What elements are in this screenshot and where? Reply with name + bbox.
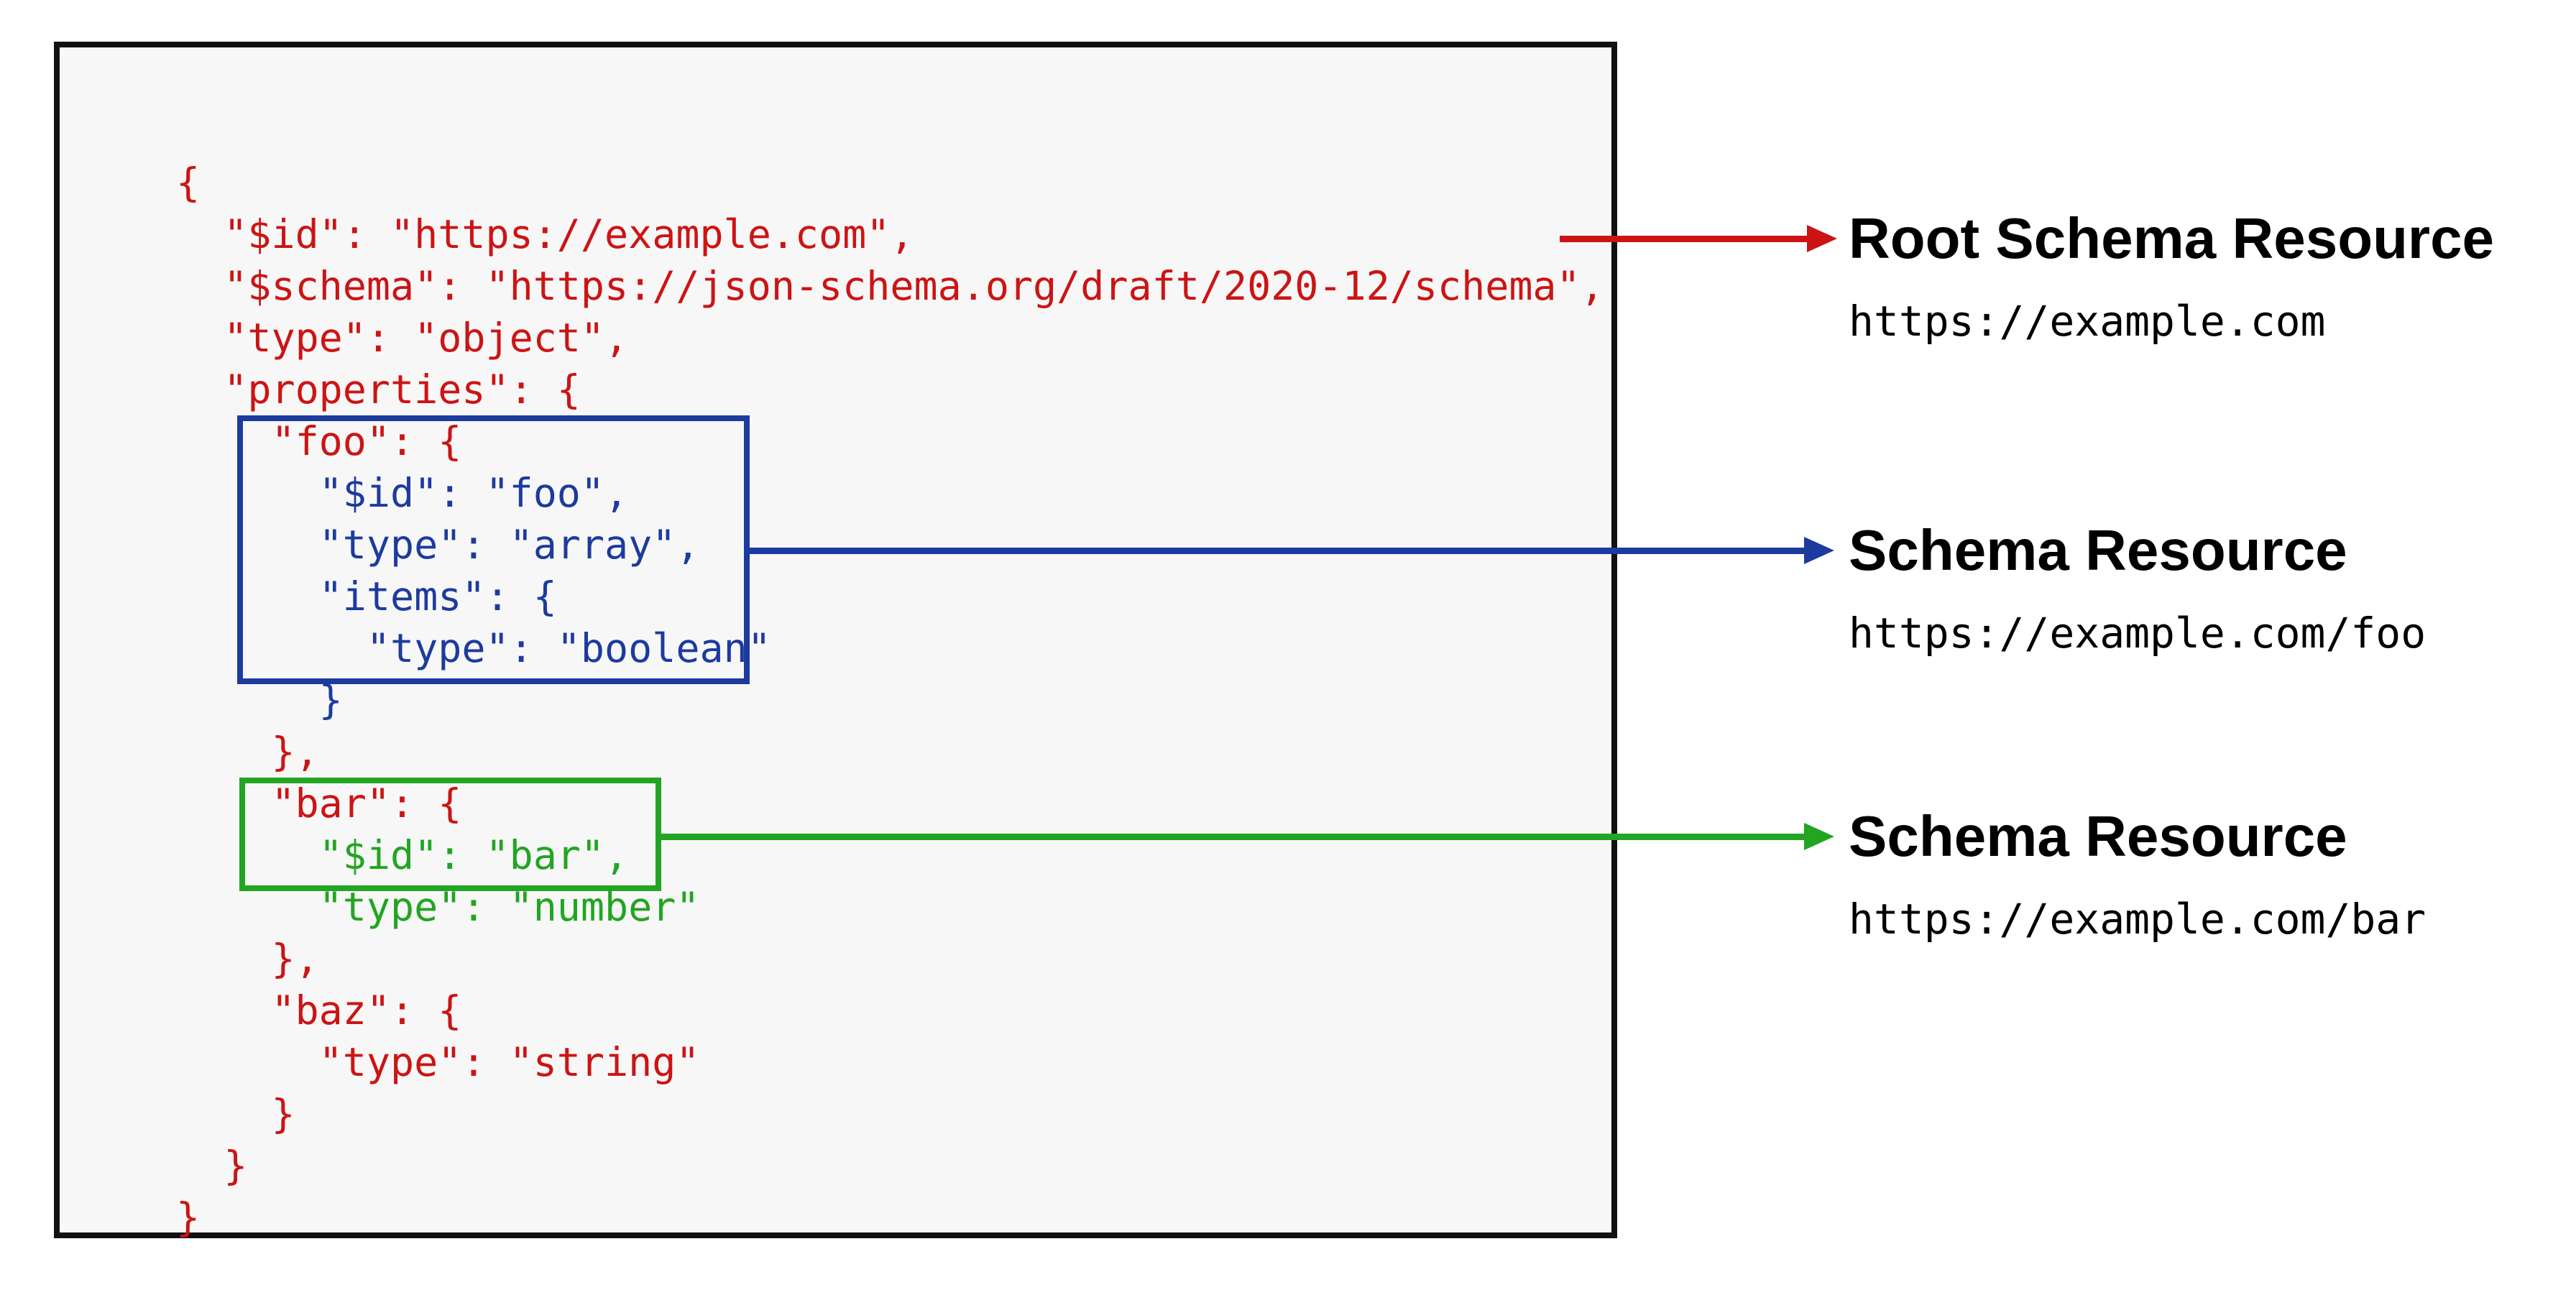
code-line: "$id": "bar", [176,832,629,878]
code-line: "$schema": "https://json-schema.org/draf… [176,263,1604,309]
bar-schema-resource-box [239,778,661,891]
code-line: "$id": "foo", [176,470,629,516]
arrow-line [750,548,1807,554]
arrowhead-icon [1804,537,1834,564]
code-line: } [176,1091,295,1137]
code-line: { [176,160,201,206]
arrow-line [1560,236,1810,242]
code-line: "items": { [176,573,557,619]
annotation-uri-foo-schema: https://example.com/foo [1849,609,2426,658]
annotation-title-root-schema: Root Schema Resource [1849,206,2495,270]
code-line: "type": "string" [176,1039,700,1085]
code-line: }, [176,729,319,775]
code-line: } [176,1194,201,1240]
foo-schema-resource-box [237,415,750,684]
code-line: } [176,677,343,723]
code-line: "baz": { [176,987,462,1033]
schema-code-panel: { "$id": "https://example.com", "$schema… [54,42,1617,1240]
code-line: "bar": { [176,780,462,826]
code-line: } [176,1143,248,1189]
arrow-line [661,834,1807,840]
code-line: "type": "boolean" [176,625,771,671]
code-line: "type": "object", [176,315,629,361]
code-line: "properties": { [176,367,581,413]
code-line: "foo": { [176,418,462,464]
code-line: }, [176,936,319,982]
annotation-uri-root-schema: https://example.com [1849,297,2326,346]
json-schema-code: { "$id": "https://example.com", "$schema… [176,157,1604,1243]
code-line: "type": "array", [176,522,700,568]
annotation-uri-bar-schema: https://example.com/bar [1849,895,2426,944]
arrowhead-icon [1804,823,1834,850]
annotation-title-bar-schema: Schema Resource [1849,804,2347,868]
arrowhead-icon [1807,225,1837,252]
annotation-title-foo-schema: Schema Resource [1849,518,2347,582]
code-line: "$id": "https://example.com", [176,211,914,257]
code-line: "type": "number" [176,884,700,930]
